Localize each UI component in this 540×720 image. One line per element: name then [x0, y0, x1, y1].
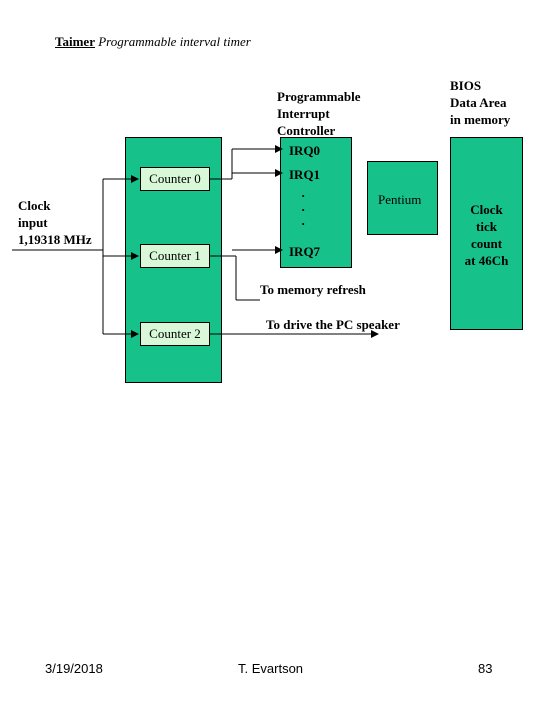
bios-block: [450, 137, 523, 330]
pic-label-line: Interrupt: [277, 106, 330, 121]
counter-0: Counter 0: [140, 167, 210, 191]
pic-label-line: Programmable: [277, 89, 361, 104]
bios-label-line: BIOS: [450, 78, 482, 93]
pentium-block: [367, 161, 438, 235]
clock-tick-line: Clock: [470, 202, 503, 217]
pc-speaker-label: To drive the PC speaker: [266, 317, 400, 332]
clock-tick-line: count: [470, 236, 503, 251]
slide-title: Taimer Programmable interval timer: [55, 34, 251, 50]
bios-label-line: in memory: [450, 112, 511, 127]
pentium-label: Pentium: [378, 192, 422, 207]
footer-page: 83: [478, 661, 493, 676]
clock-tick-line: at 46Ch: [464, 253, 509, 268]
footer-date: 3/19/2018: [45, 661, 103, 676]
irq0-label: IRQ0: [289, 143, 321, 158]
pic-label: Programmable Interrupt Controller: [277, 88, 361, 139]
bios-label-line: Data Area: [450, 95, 507, 110]
irq1-label: IRQ1: [289, 167, 321, 182]
footer-author: T. Evartson: [238, 661, 304, 676]
clock-tick-line: tick: [476, 219, 497, 234]
title-bold: Taimer: [55, 34, 95, 49]
pic-block: [280, 137, 352, 268]
clock-input-line: 1,19318 MHz: [18, 232, 92, 247]
irq-dot: ·: [301, 202, 306, 217]
memory-refresh-label: To memory refresh: [260, 282, 366, 297]
clock-input-line: Clock: [18, 198, 51, 213]
clock-input-line: input: [18, 215, 48, 230]
bios-label: BIOS Data Area in memory: [450, 77, 510, 128]
counter-2: Counter 2: [140, 322, 210, 346]
irq-dot: ·: [301, 216, 306, 231]
irq7-label: IRQ7: [289, 244, 321, 259]
clock-tick-label: Clock tick count at 46Ch: [450, 201, 523, 269]
pic-label-line: Controller: [277, 123, 336, 138]
clock-input-label: Clock input 1,19318 MHz: [18, 197, 92, 248]
title-italic: Programmable interval timer: [98, 34, 251, 49]
counter-1: Counter 1: [140, 244, 210, 268]
irq-dot: ·: [301, 188, 306, 203]
